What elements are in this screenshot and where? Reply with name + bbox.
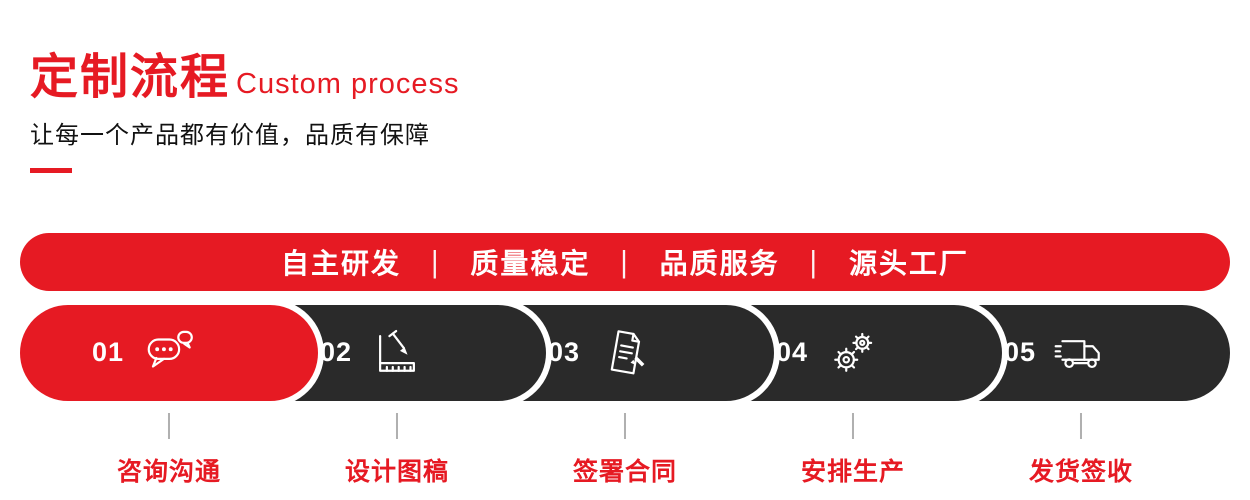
banner-item: 自主研发 bbox=[281, 247, 402, 279]
gears-icon bbox=[826, 326, 880, 380]
tick-line bbox=[851, 412, 854, 439]
step-label-group: 咨询沟通 bbox=[116, 412, 222, 488]
banner-separator: | bbox=[809, 244, 819, 279]
step-label-group: 设计图稿 bbox=[344, 412, 450, 488]
contract-document-icon bbox=[598, 326, 652, 380]
banner-item: 品质服务 bbox=[659, 247, 780, 279]
banner-item: 质量稳定 bbox=[470, 247, 591, 279]
feature-banner: 自主研发 | 质量稳定 | 品质服务 | 源头工厂 bbox=[20, 232, 1230, 291]
delivery-truck-icon bbox=[1054, 326, 1108, 380]
step-label: 安排生产 bbox=[800, 457, 906, 486]
tick-line bbox=[623, 412, 626, 439]
subtitle: 让每一个产品都有价值，品质有保障 bbox=[30, 121, 430, 149]
step-label-group: 签署合同 bbox=[572, 412, 678, 488]
page-title: 定制流程 bbox=[30, 51, 231, 104]
step-number: 02 bbox=[320, 337, 353, 368]
title-row: 定制流程 Custom process bbox=[30, 51, 1250, 105]
tick-line bbox=[395, 412, 398, 439]
chat-bubbles-icon bbox=[142, 326, 196, 380]
step-label: 签署合同 bbox=[572, 457, 678, 486]
step-pill-1: 01 bbox=[20, 304, 318, 401]
step-number: 01 bbox=[92, 337, 125, 368]
tick-line bbox=[167, 412, 170, 439]
banner-separator: | bbox=[620, 244, 630, 279]
process-steps: 01 02 bbox=[20, 304, 1230, 401]
header: 定制流程 Custom process 让每一个产品都有价值，品质有保障 bbox=[0, 0, 1250, 173]
tick-line bbox=[1079, 412, 1082, 439]
ruler-pencil-icon bbox=[370, 326, 424, 380]
step-number: 05 bbox=[1004, 337, 1037, 368]
step-labels: 咨询沟通 设计图稿 签署合同 安排生产 发货签收 bbox=[20, 401, 1230, 496]
accent-dash bbox=[30, 167, 72, 173]
banner-item: 源头工厂 bbox=[848, 247, 969, 279]
step-label: 设计图稿 bbox=[344, 457, 450, 486]
step-label-group: 发货签收 bbox=[1028, 412, 1134, 488]
step-number: 04 bbox=[776, 337, 809, 368]
step-label-group: 安排生产 bbox=[800, 412, 906, 488]
banner-separator: | bbox=[431, 244, 441, 279]
page-title-en: Custom process bbox=[236, 68, 460, 100]
step-label: 发货签收 bbox=[1028, 457, 1134, 486]
step-number: 03 bbox=[548, 337, 581, 368]
step-label: 咨询沟通 bbox=[116, 457, 222, 486]
